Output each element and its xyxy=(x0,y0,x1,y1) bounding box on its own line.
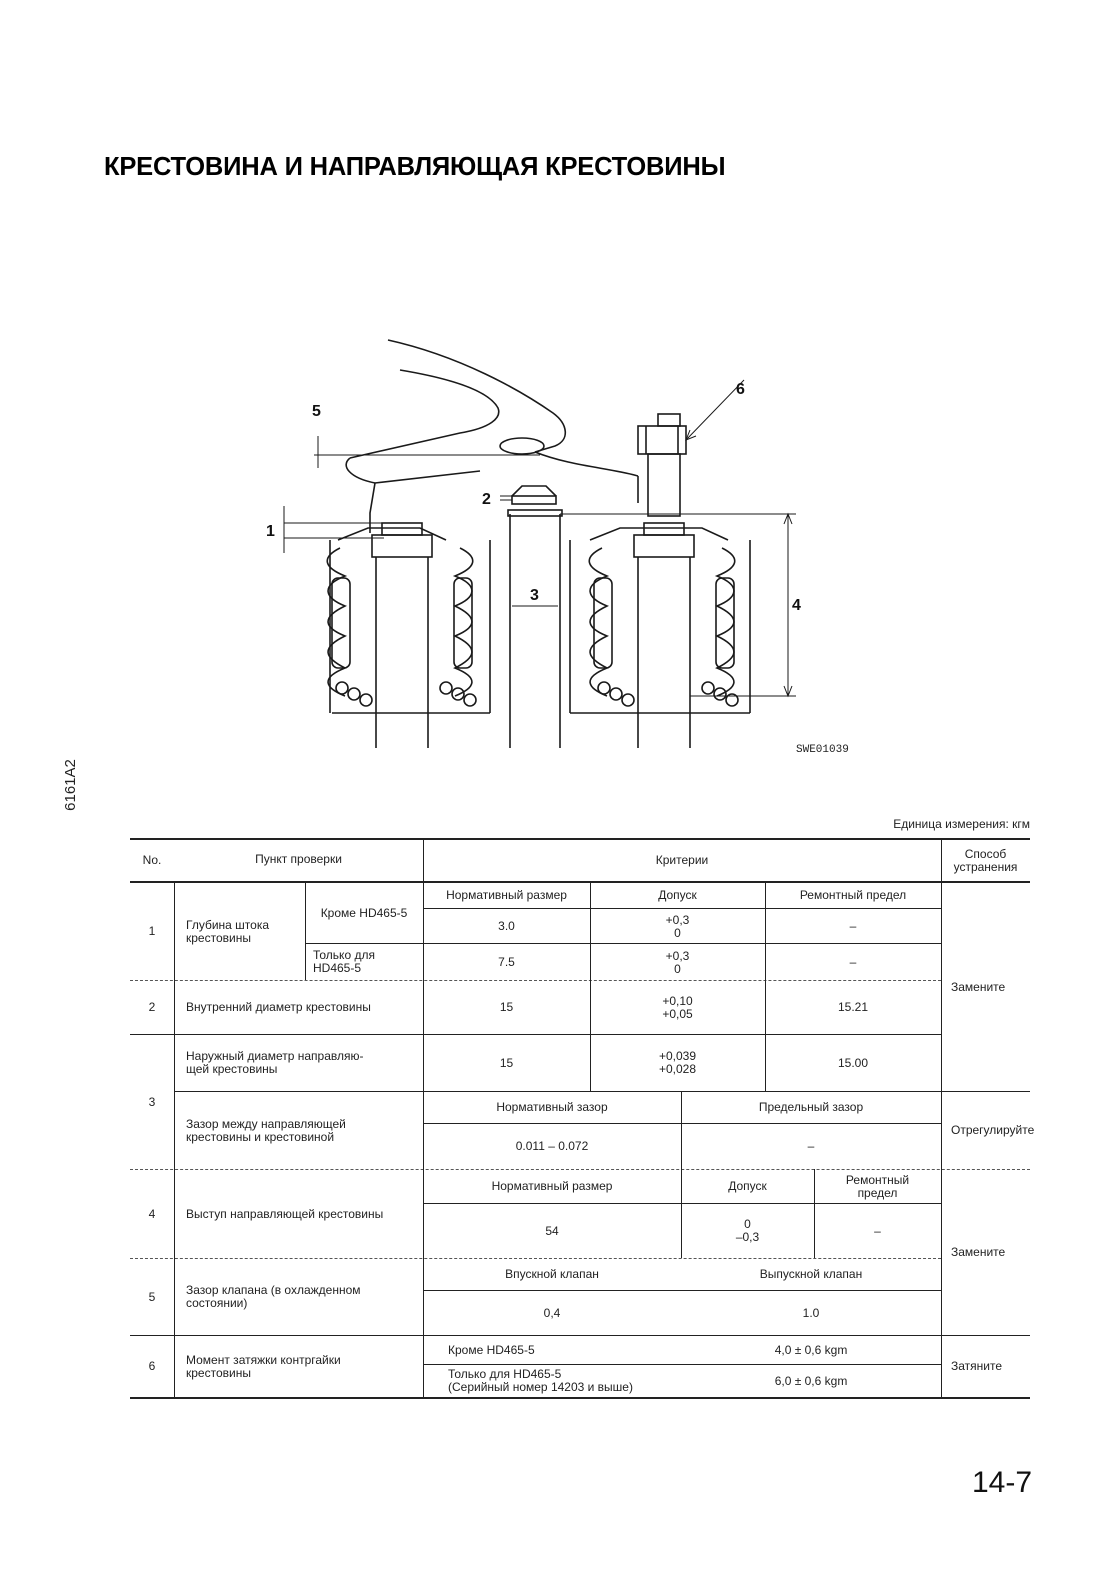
row-3b-limit: – xyxy=(807,1139,815,1153)
header-check-item: Пункт проверки xyxy=(255,851,342,866)
row-5-no: 5 xyxy=(148,1289,156,1304)
row-1a-limit: – xyxy=(849,919,857,933)
rocker-arm xyxy=(345,339,639,533)
sub-tolerance: Допуск xyxy=(658,888,697,902)
row-3a-item: Наружный диаметр направляю- щей крестови… xyxy=(186,1049,364,1076)
header-criteria: Критерии xyxy=(655,853,709,867)
rule xyxy=(941,838,942,1397)
callout-1: 1 xyxy=(266,523,275,540)
row-3a-limit: 15.00 xyxy=(837,1055,869,1070)
rule xyxy=(130,980,941,981)
rule xyxy=(423,1123,941,1124)
row-2-item: Внутренний диаметр крестовины xyxy=(186,1000,371,1014)
rule xyxy=(590,881,591,1091)
rule xyxy=(130,1034,941,1035)
crosshead-drawing: 5 1 2 3 4 6 SWE01039 xyxy=(266,339,849,756)
rule xyxy=(423,1290,941,1291)
rule xyxy=(423,908,941,909)
adjusting-screw xyxy=(637,413,687,517)
remedy-tighten: Затяните xyxy=(951,1359,1003,1373)
row-2-no: 2 xyxy=(148,1000,156,1014)
row-6-item: Момент затяжки контргайки крестовины xyxy=(186,1352,341,1380)
row-3b-standard: 0.011 – 0.072 xyxy=(515,1139,589,1153)
dimension-lines xyxy=(283,379,796,698)
sub-standard-clearance: Нормативный зазор xyxy=(496,1100,608,1114)
header-no: No. xyxy=(142,853,162,867)
row-1a-tolerance: +0,3 0 xyxy=(665,912,690,940)
rule xyxy=(423,1364,941,1365)
row-3a-tolerance: +0,039 +0,028 xyxy=(658,1049,697,1076)
row-1b-tolerance: +0,3 0 xyxy=(665,948,690,976)
sub-standard-size-4: Нормативный размер xyxy=(491,1179,613,1193)
row-3a-standard: 15 xyxy=(499,1055,514,1070)
rule xyxy=(130,1397,1030,1399)
row-1-no: 1 xyxy=(148,924,156,938)
rule xyxy=(423,1203,941,1204)
sub-limit-clearance: Предельный зазор xyxy=(758,1100,864,1114)
sub-standard-size: Нормативный размер xyxy=(446,888,567,902)
remedy-replace-bottom: Замените xyxy=(951,1245,1006,1259)
row-5-item: Зазор клапана (в охлажденном состоянии) xyxy=(186,1283,361,1310)
callout-4: 4 xyxy=(792,597,801,614)
rule xyxy=(765,881,766,1091)
row-2-standard: 15 xyxy=(499,1000,514,1014)
rule xyxy=(130,1335,1030,1336)
spec-table: No. Пункт проверки Критерии Способ устра… xyxy=(130,838,1034,1400)
sub-intake-valve: Впускной клапан xyxy=(505,1267,599,1281)
sub-repair-limit-4: Ремонтный предел xyxy=(845,1172,910,1200)
header-remedy: Способ устранения xyxy=(953,846,1018,874)
row-2-tolerance: +0,10 +0,05 xyxy=(662,993,693,1021)
row-3b-item: Зазор между направляющей крестовины и кр… xyxy=(186,1116,346,1144)
callout-5: 5 xyxy=(312,403,321,420)
row-6-no: 6 xyxy=(148,1359,156,1373)
row-6b-label: Только для HD465-5 (Серийный номер 14203… xyxy=(448,1367,633,1394)
row-5-exhaust: 1.0 xyxy=(802,1305,820,1320)
page-number: 14-7 xyxy=(972,1466,1033,1499)
unit-note: Единица измерения: кгм xyxy=(893,817,1030,831)
row-4-item: Выступ направляющей крестовины xyxy=(186,1206,384,1221)
rule xyxy=(130,1169,1030,1170)
rule xyxy=(130,838,1030,840)
rule xyxy=(305,881,306,980)
remedy-replace-top: Замените xyxy=(951,979,1006,994)
rule xyxy=(681,1091,682,1258)
row-4-tolerance: 0 –0,3 xyxy=(735,1217,760,1244)
right-valve-spring xyxy=(569,522,751,748)
row-4-no: 4 xyxy=(148,1206,156,1221)
callout-6: 6 xyxy=(736,381,745,398)
rule xyxy=(174,1091,1030,1092)
sub-repair-limit: Ремонтный предел xyxy=(799,888,907,902)
rule xyxy=(130,881,1030,883)
rule xyxy=(174,881,175,1397)
rule xyxy=(305,943,941,944)
figure-code: SWE01039 xyxy=(796,744,849,756)
row-2-limit: 15.21 xyxy=(837,1000,869,1014)
document-code: 6161A2 xyxy=(62,759,79,811)
row-3-no: 3 xyxy=(148,1094,156,1109)
row-1-item: Глубина штока крестовины xyxy=(186,917,270,945)
sub-tolerance-4: Допуск xyxy=(728,1179,767,1193)
rule xyxy=(814,1169,815,1258)
row-5-intake: 0,4 xyxy=(543,1305,561,1320)
row-6a-label: Кроме HD465-5 xyxy=(448,1342,535,1357)
row-1b-limit: – xyxy=(849,955,857,969)
callout-2: 2 xyxy=(482,491,491,508)
row-1a-standard: 3.0 xyxy=(498,919,515,933)
left-valve-spring xyxy=(326,522,491,748)
sub-exhaust-valve: Выпускной клапан xyxy=(759,1267,863,1281)
row-4-limit: – xyxy=(874,1223,881,1238)
row-6a-value: 4,0 ± 0,6 kgm xyxy=(774,1342,848,1357)
page-title: КРЕСТОВИНА И НАПРАВЛЯЮЩАЯ КРЕСТОВИНЫ xyxy=(104,153,726,181)
row-1b-label: Только для HD465-5 xyxy=(313,947,375,975)
row-1a-label: Кроме HD465-5 xyxy=(320,905,408,920)
row-6b-value: 6,0 ± 0,6 kgm xyxy=(774,1373,848,1388)
rule xyxy=(130,1258,941,1259)
crosshead-guide xyxy=(507,485,563,748)
callout-3: 3 xyxy=(530,587,539,604)
row-4-standard: 54 xyxy=(545,1223,559,1238)
rule xyxy=(423,838,424,1397)
row-1b-standard: 7.5 xyxy=(498,955,515,969)
remedy-adjust: Отрегулируйте xyxy=(951,1123,1035,1137)
